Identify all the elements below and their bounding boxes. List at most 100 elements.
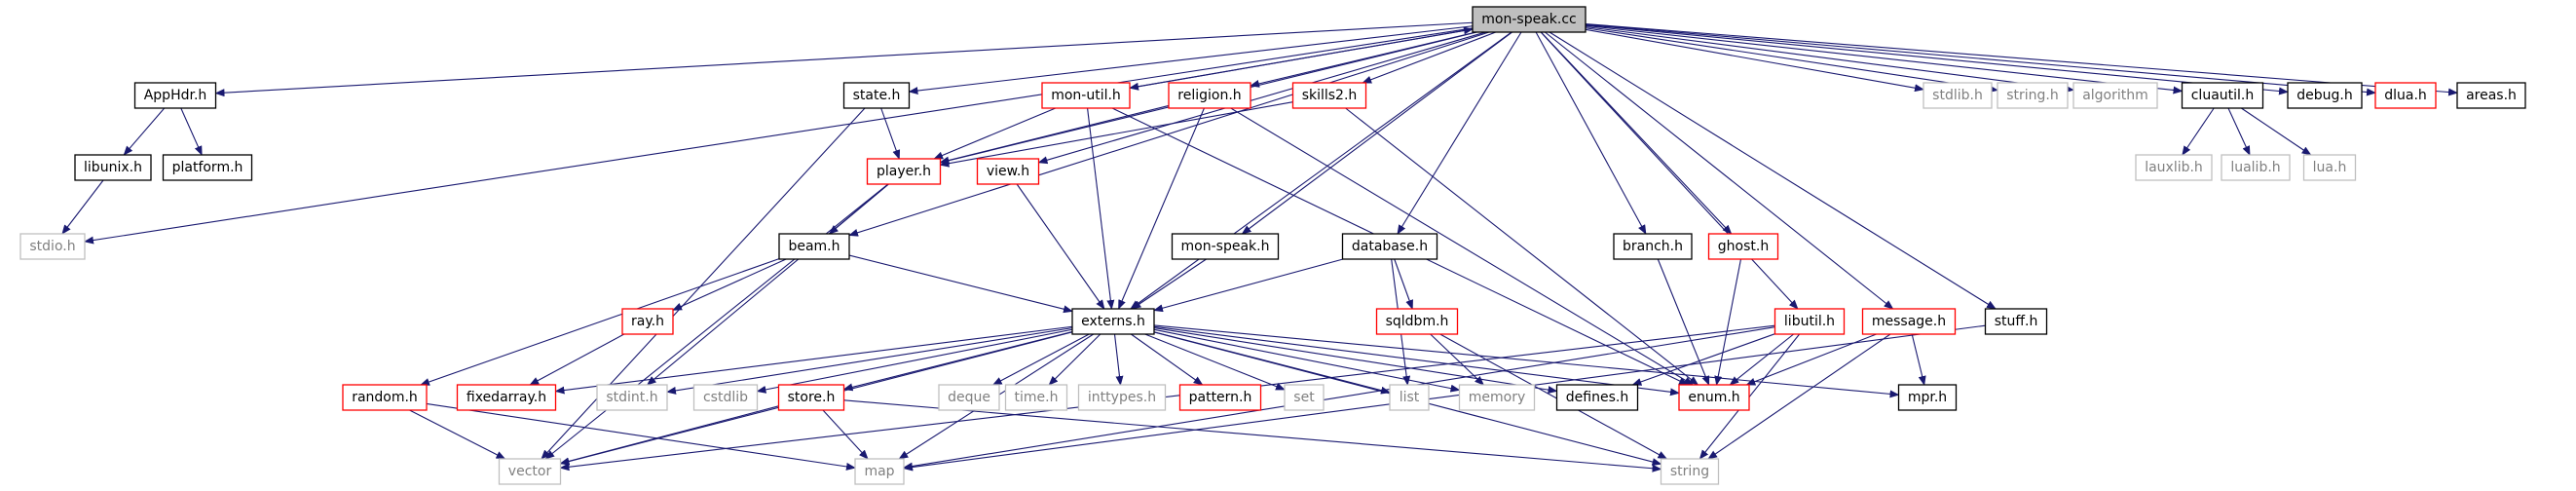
node-set[interactable]: set bbox=[1284, 384, 1325, 411]
node-libutil[interactable]: libutil.h bbox=[1773, 308, 1846, 335]
node-label-branch: branch.h bbox=[1623, 239, 1683, 254]
node-root[interactable]: mon-speak.cc bbox=[1472, 6, 1587, 33]
node-deque[interactable]: deque bbox=[938, 384, 1000, 411]
edge-beam-to-ray bbox=[672, 258, 787, 311]
node-defines[interactable]: defines.h bbox=[1555, 384, 1639, 411]
node-skills2[interactable]: skills2.h bbox=[1291, 82, 1367, 109]
node-enumh[interactable]: enum.h bbox=[1678, 384, 1750, 411]
node-box-algorithm bbox=[2072, 82, 2158, 109]
node-label-sqldbm: sqldbm.h bbox=[1386, 314, 1449, 329]
edge-ray-to-fixedarray bbox=[529, 333, 625, 386]
node-label-list: list bbox=[1400, 390, 1420, 405]
node-lua[interactable]: lua.h bbox=[2302, 154, 2357, 181]
node-pattern[interactable]: pattern.h bbox=[1178, 384, 1262, 411]
node-branch[interactable]: branch.h bbox=[1613, 233, 1693, 260]
node-lualib[interactable]: lualib.h bbox=[2221, 154, 2291, 181]
node-box-map bbox=[854, 458, 905, 485]
edge-message-to-mpr bbox=[1911, 333, 1926, 386]
node-label-mpr: mpr.h bbox=[1908, 390, 1947, 405]
node-label-fixedarray: fixedarray.h bbox=[467, 390, 546, 405]
node-label-pattern: pattern.h bbox=[1189, 390, 1252, 405]
node-label-debug: debug.h bbox=[2296, 88, 2352, 103]
node-box-state bbox=[842, 82, 911, 109]
node-ghost[interactable]: ghost.h bbox=[1707, 233, 1779, 260]
node-vector[interactable]: vector bbox=[498, 458, 562, 485]
node-debug[interactable]: debug.h bbox=[2287, 82, 2363, 109]
node-externs[interactable]: externs.h bbox=[1071, 308, 1155, 335]
node-label-deque: deque bbox=[948, 390, 990, 405]
node-mpr[interactable]: mpr.h bbox=[1897, 384, 1958, 411]
edge-libunix-to-stdio bbox=[61, 179, 104, 235]
node-stdint[interactable]: stdint.h bbox=[596, 384, 668, 411]
node-box-deque bbox=[938, 384, 1000, 411]
edge-root-to-stdlib bbox=[1585, 28, 1924, 93]
edge-view-to-externs bbox=[1016, 183, 1105, 310]
node-cstdlib[interactable]: cstdlib bbox=[692, 384, 759, 411]
node-database[interactable]: database.h bbox=[1341, 233, 1438, 260]
node-stuff[interactable]: stuff.h bbox=[1984, 308, 2048, 335]
node-label-root: mon-speak.cc bbox=[1481, 12, 1576, 27]
edge-externs-to-deque bbox=[991, 333, 1090, 386]
node-label-vector: vector bbox=[508, 464, 552, 479]
node-box-stdlib bbox=[1923, 82, 1993, 109]
node-ray[interactable]: ray.h bbox=[621, 308, 674, 335]
node-store[interactable]: store.h bbox=[777, 384, 845, 411]
node-inttypes[interactable]: inttypes.h bbox=[1077, 384, 1167, 411]
edge-root-to-stringh bbox=[1585, 27, 1998, 94]
node-state[interactable]: state.h bbox=[842, 82, 911, 109]
node-box-stdio bbox=[19, 233, 86, 260]
node-libunix[interactable]: libunix.h bbox=[74, 154, 152, 181]
node-box-monutil bbox=[1041, 82, 1131, 109]
node-stringh[interactable]: string.h bbox=[1997, 82, 2069, 109]
node-monutil[interactable]: mon-util.h bbox=[1041, 82, 1131, 109]
node-memory[interactable]: memory bbox=[1458, 384, 1536, 411]
node-message[interactable]: message.h bbox=[1861, 308, 1957, 335]
node-cluautil[interactable]: cluautil.h bbox=[2181, 82, 2264, 109]
edge-random-to-vector bbox=[409, 409, 506, 460]
node-view[interactable]: view.h bbox=[976, 158, 1040, 185]
node-fixedarray[interactable]: fixedarray.h bbox=[456, 384, 557, 411]
node-apphdr[interactable]: AppHdr.h bbox=[133, 82, 217, 109]
edge-database-to-externs bbox=[1153, 258, 1344, 313]
node-box-libutil bbox=[1773, 308, 1846, 335]
node-box-vector bbox=[498, 458, 562, 485]
node-box-debug bbox=[2287, 82, 2363, 109]
node-random[interactable]: random.h bbox=[342, 384, 428, 411]
node-areas[interactable]: areas.h bbox=[2456, 82, 2526, 109]
node-algorithm[interactable]: algorithm bbox=[2072, 82, 2158, 109]
node-sqldbm[interactable]: sqldbm.h bbox=[1375, 308, 1459, 335]
edge-cluautil-to-lualib bbox=[2227, 107, 2251, 156]
node-label-monutil: mon-util.h bbox=[1051, 88, 1121, 103]
edge-sqldbm-to-memory bbox=[1430, 333, 1485, 386]
node-platform[interactable]: platform.h bbox=[162, 154, 253, 181]
edge-externs-to-stdint bbox=[666, 327, 1073, 395]
node-beam[interactable]: beam.h bbox=[778, 233, 850, 260]
edge-root-to-areas bbox=[1585, 23, 2458, 96]
edge-sqldbm-to-string bbox=[1439, 333, 1668, 460]
edge-externs-to-inttypes bbox=[1113, 333, 1124, 386]
node-label-random: random.h bbox=[352, 390, 418, 405]
edge-monutil-to-root bbox=[1129, 26, 1474, 89]
edge-libutil-to-enumh bbox=[1729, 333, 1795, 386]
node-monspeak[interactable]: mon-speak.h bbox=[1171, 233, 1280, 260]
node-box-areas bbox=[2456, 82, 2526, 109]
node-string[interactable]: string bbox=[1660, 458, 1720, 485]
node-map[interactable]: map bbox=[854, 458, 905, 485]
node-label-algorithm: algorithm bbox=[2082, 88, 2148, 103]
node-religion[interactable]: religion.h bbox=[1168, 82, 1251, 109]
edge-root-to-cluautil bbox=[1585, 24, 2184, 94]
node-lauxlib[interactable]: lauxlib.h bbox=[2135, 154, 2213, 181]
edge-root-to-database bbox=[1397, 31, 1522, 235]
edge-cluautil-to-lauxlib bbox=[2182, 107, 2215, 156]
node-list[interactable]: list bbox=[1389, 384, 1430, 411]
node-box-stuff bbox=[1984, 308, 2048, 335]
node-player[interactable]: player.h bbox=[866, 158, 942, 185]
node-stdio[interactable]: stdio.h bbox=[19, 233, 86, 260]
node-timeh[interactable]: time.h bbox=[1004, 384, 1068, 411]
edge-religion-to-player bbox=[939, 104, 1170, 165]
node-label-inttypes: inttypes.h bbox=[1088, 390, 1156, 405]
node-stdlib[interactable]: stdlib.h bbox=[1923, 82, 1993, 109]
node-box-branch bbox=[1613, 233, 1693, 260]
node-dlua[interactable]: dlua.h bbox=[2374, 82, 2437, 109]
